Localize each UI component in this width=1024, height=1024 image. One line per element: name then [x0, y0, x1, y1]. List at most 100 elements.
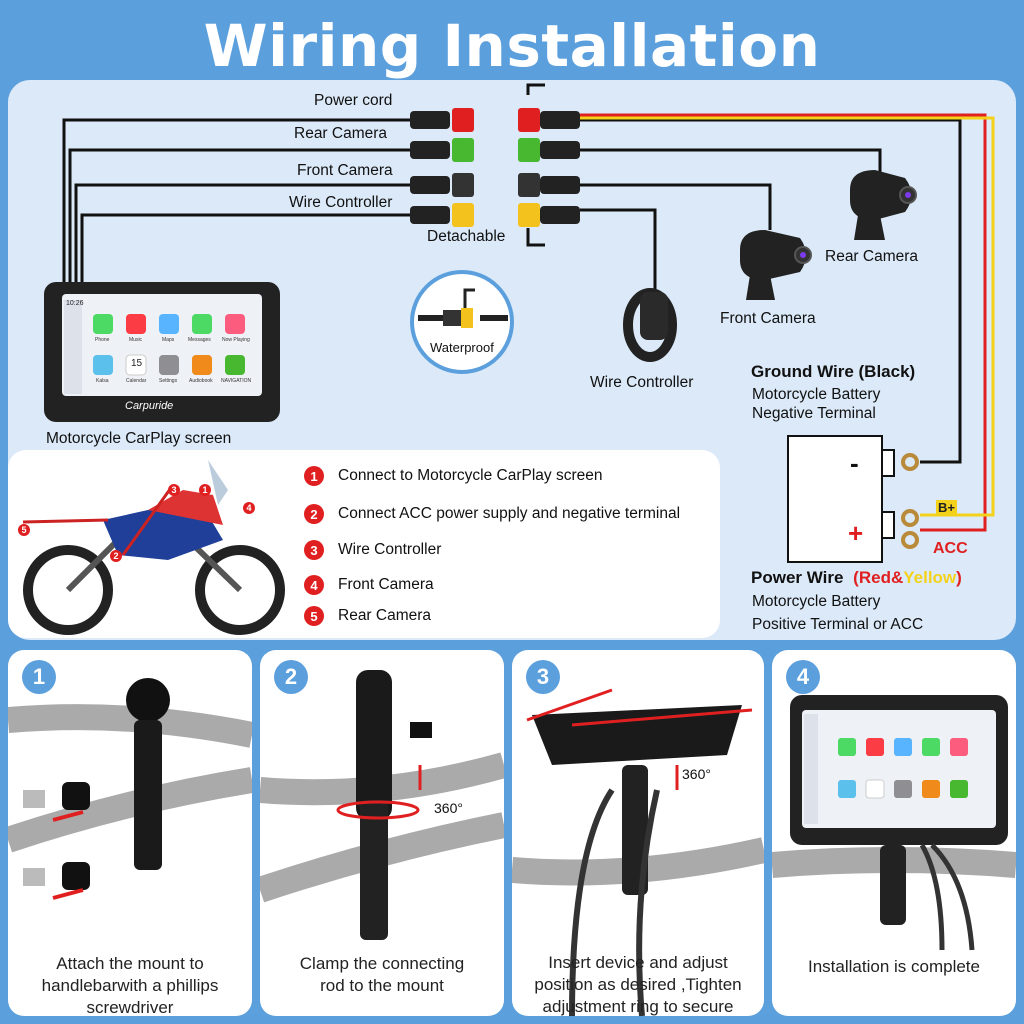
negative-sign: - — [850, 448, 859, 478]
step-1-panel: 1 Attach the mount to handlebarwith a ph… — [8, 650, 252, 1016]
legend-text-4: Front Camera — [338, 576, 434, 593]
front-camera-device — [740, 230, 812, 300]
screen-app-label-calendar: Calendar — [126, 378, 147, 384]
controller-label: Wire Controller — [590, 374, 694, 391]
legend-number-4: 4 — [304, 575, 324, 595]
power-cable — [62, 118, 310, 290]
legend-text-3: Wire Controller — [338, 541, 442, 558]
power-wire-title-text: Power Wire — [751, 568, 844, 587]
step-2-caption-1: Clamp the connecting — [299, 954, 465, 973]
b-plus-label: B+ — [936, 500, 957, 515]
step-1-illustration — [8, 678, 252, 900]
step-4-number: 4 — [786, 660, 820, 694]
power-wire-open-paren: ( — [853, 568, 859, 587]
power-wire-close-paren: ) — [956, 568, 962, 587]
left-connectors — [410, 108, 474, 227]
step-2-angle: 360° — [434, 800, 463, 816]
ground-wire-desc-1: Motorcycle Battery — [752, 386, 881, 403]
step-3-angle: 360° — [682, 766, 711, 782]
step-2-panel: 2 360° Clamp the connecting rod to the m… — [260, 650, 504, 1016]
step-2-number: 2 — [274, 660, 308, 694]
step-4-panel: 4 Installation is complete — [772, 650, 1016, 1016]
brand-logo: Carpuride — [125, 400, 174, 412]
screen-time: 10:26 — [66, 300, 84, 307]
step-3-panel: 3 360° Insert device and adjust position… — [512, 650, 764, 1016]
screen-app-label-now-playing: Now Playing — [222, 337, 250, 343]
rear-camera-cable-label: Rear Camera — [294, 125, 388, 142]
screen-label: Motorcycle CarPlay screen — [46, 430, 232, 447]
front-camera-cable-label: Front Camera — [297, 162, 393, 179]
legend-item-4: 4 Front Camera — [304, 573, 434, 597]
step-3-caption-1: Insert device and adjust — [548, 953, 728, 972]
screen-app-label-messages: Messages — [188, 337, 211, 343]
legend-number-3: 3 — [304, 540, 324, 560]
battery-diagram — [787, 435, 919, 563]
screen-app-label-music: Music — [129, 337, 143, 343]
legend-text-5: Rear Camera — [338, 607, 432, 624]
b-plus-wire — [580, 116, 995, 517]
bike-marker-1: 1 — [199, 484, 211, 496]
rear-camera-cable — [68, 148, 310, 290]
bike-marker-4: 4 — [243, 502, 255, 514]
wire-controller-cable-label: Wire Controller — [289, 194, 393, 211]
acc-wire — [580, 113, 987, 532]
legend-text-2: Connect ACC power supply and negative te… — [338, 505, 681, 522]
step-3-caption-3: adjustment ring to secure — [542, 997, 734, 1016]
power-wire-title: Power Wire (Red&Yellow) — [751, 568, 962, 588]
power-wire-red: Red — [858, 568, 891, 587]
step-1-caption-3: screwdriver — [86, 998, 174, 1016]
bike-marker-2: 2 — [110, 550, 122, 562]
front-cam-wire — [580, 183, 772, 230]
rear-camera-label: Rear Camera — [825, 248, 919, 265]
screen-date: 15 — [131, 358, 143, 369]
detachable-label: Detachable — [427, 228, 506, 245]
step-4-illustration — [772, 695, 1016, 951]
step-4-caption-1: Installation is complete — [808, 957, 980, 976]
controller-wire — [580, 208, 657, 290]
ground-wire-title: Ground Wire (Black) — [751, 362, 916, 381]
power-wire-desc-1: Motorcycle Battery — [752, 593, 881, 610]
power-wire-yellow: Yellow — [903, 568, 957, 587]
positive-sign: + — [848, 518, 864, 548]
screen-app-icons — [93, 314, 245, 376]
motorcycle-illustration — [22, 460, 285, 635]
acc-label: ACC — [933, 540, 968, 557]
step-1-number: 1 — [22, 660, 56, 694]
legend-item-3: 3 Wire Controller — [304, 538, 441, 562]
legend-item-1: 1 Connect to Motorcycle CarPlay screen — [304, 464, 602, 488]
bike-marker-3: 3 — [168, 484, 180, 496]
front-camera-label: Front Camera — [720, 310, 816, 327]
step-2-illustration — [260, 670, 504, 940]
power-wire-desc-2: Positive Terminal or ACC — [752, 616, 924, 633]
power-wire-amp: & — [890, 568, 904, 587]
controller-cable — [80, 213, 310, 290]
screen-app-label-kalsa: Kalsa — [96, 378, 109, 384]
wire-controller-device — [623, 288, 677, 362]
step-3-illustration — [512, 688, 764, 1016]
screen-app-label-maps: Maps — [162, 337, 175, 343]
step-3-caption-2: position as desired ,Tighten — [534, 975, 742, 994]
step-2-caption-2: rod to the mount — [320, 976, 444, 995]
power-cord-label: Power cord — [314, 92, 393, 109]
rear-camera-device — [850, 170, 917, 240]
legend-box: 1 Connect to Motorcycle CarPlay screen 2… — [8, 450, 720, 638]
legend-number-2: 2 — [304, 504, 324, 524]
legend-number-1: 1 — [304, 466, 324, 486]
page-title: Wiring Installation — [203, 12, 821, 80]
legend-text-1: Connect to Motorcycle CarPlay screen — [338, 467, 603, 484]
front-camera-cable — [74, 183, 310, 290]
ground-wire — [580, 118, 962, 464]
legend-item-2: 2 Connect ACC power supply and negative … — [304, 502, 680, 526]
rear-cam-wire — [580, 148, 882, 175]
right-connectors — [518, 83, 580, 247]
screen-app-label-phone: Phone — [95, 337, 110, 343]
ground-wire-desc-2: Negative Terminal — [752, 405, 876, 422]
legend-number-5: 5 — [304, 606, 324, 626]
legend-item-5: 5 Rear Camera — [304, 604, 431, 628]
screen-app-label-navigation: NAVIGATION — [221, 378, 252, 384]
step-1-caption-1: Attach the mount to — [56, 954, 204, 973]
step-1-caption-2: handlebarwith a phillips — [41, 976, 219, 995]
step-3-number: 3 — [526, 660, 560, 694]
bike-marker-5: 5 — [18, 524, 30, 536]
